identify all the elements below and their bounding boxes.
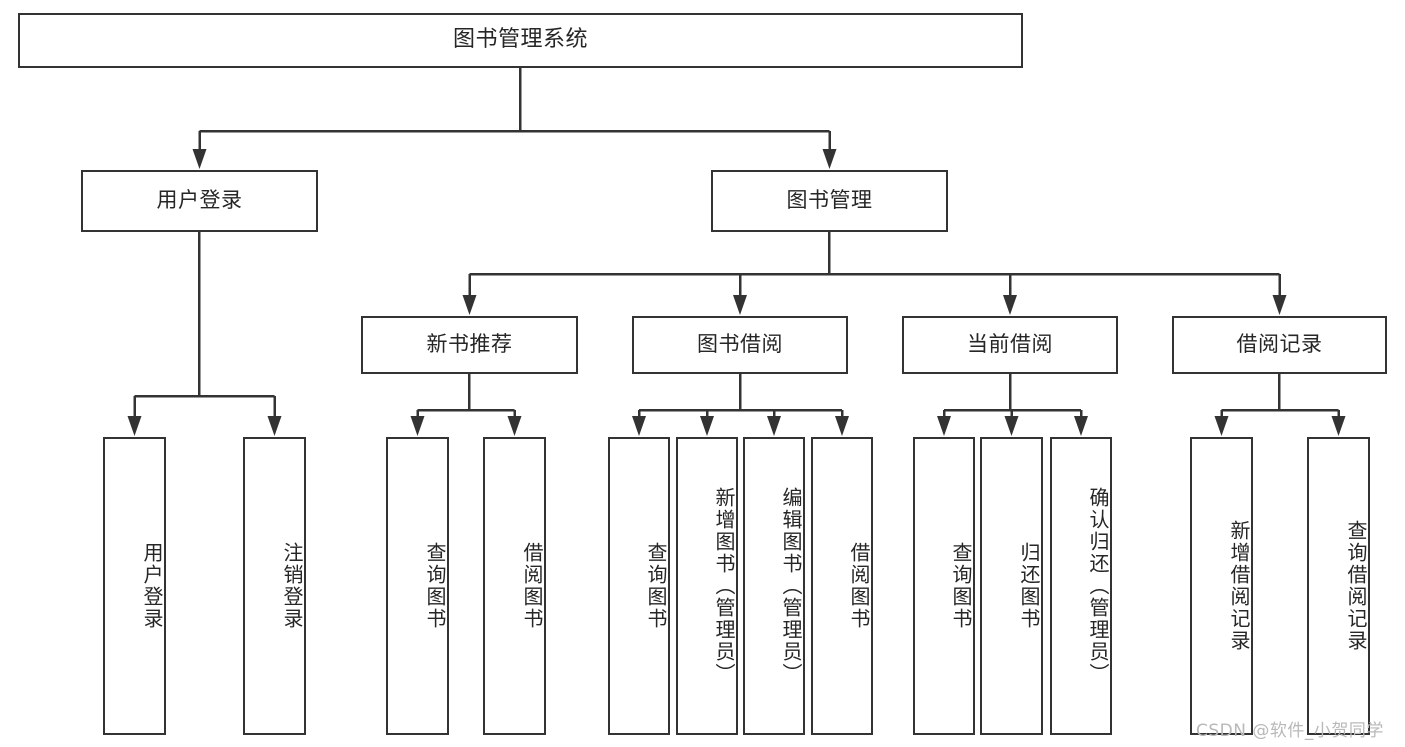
node-new-book-recommend[interactable]: 新书推荐 — [361, 316, 578, 374]
node-label: 当前借阅 — [967, 332, 1053, 357]
node-label: 借阅图书 — [520, 542, 544, 630]
node-borrow-record[interactable]: 借阅记录 — [1172, 316, 1387, 374]
node-label: 图书管理 — [786, 188, 873, 213]
node-label: 新增借阅记录 — [1227, 520, 1251, 652]
csdn-watermark: CSDN @软件_小贺同学 — [1196, 721, 1384, 741]
node-label: 新增图书（管理员） — [712, 487, 736, 685]
node-label: 注销登录 — [280, 542, 304, 630]
node-label: 查询图书 — [644, 542, 668, 630]
node-user-login[interactable]: 用户登录 — [81, 170, 318, 232]
node-label: 用户登录 — [140, 542, 164, 630]
node-label: 查询图书 — [949, 542, 973, 630]
node-leaf-query-book-2[interactable]: 查询图书 — [608, 437, 670, 735]
node-leaf-query-book-3[interactable]: 查询图书 — [913, 437, 975, 735]
node-leaf-borrow-book-2[interactable]: 借阅图书 — [811, 437, 873, 735]
node-label: 新书推荐 — [426, 332, 513, 357]
node-leaf-add-borrow-record[interactable]: 新增借阅记录 — [1190, 437, 1253, 735]
node-label: 确认归还（管理员） — [1086, 487, 1110, 685]
node-label: 用户登录 — [156, 188, 243, 213]
node-root[interactable]: 图书管理系统 — [18, 13, 1023, 68]
node-leaf-query-book-1[interactable]: 查询图书 — [386, 437, 449, 735]
node-leaf-edit-book-admin[interactable]: 编辑图书（管理员） — [743, 437, 805, 735]
node-label: 图书借阅 — [697, 332, 783, 357]
node-book-manage[interactable]: 图书管理 — [711, 170, 948, 232]
node-leaf-confirm-return-admin[interactable]: 确认归还（管理员） — [1050, 437, 1112, 735]
node-label: 查询借阅记录 — [1344, 520, 1368, 652]
node-current-borrow[interactable]: 当前借阅 — [902, 316, 1118, 374]
node-leaf-query-borrow-record[interactable]: 查询借阅记录 — [1307, 437, 1370, 735]
node-leaf-add-book-admin[interactable]: 新增图书（管理员） — [676, 437, 738, 735]
node-leaf-return-book[interactable]: 归还图书 — [980, 437, 1043, 735]
node-label: 借阅图书 — [847, 542, 871, 630]
node-leaf-user-login[interactable]: 用户登录 — [103, 437, 166, 735]
node-leaf-borrow-book-1[interactable]: 借阅图书 — [483, 437, 546, 735]
node-label: 归还图书 — [1017, 542, 1041, 630]
node-label: 查询图书 — [423, 542, 447, 630]
node-book-borrow[interactable]: 图书借阅 — [632, 316, 848, 374]
node-label: 编辑图书（管理员） — [779, 487, 803, 685]
node-label: 借阅记录 — [1236, 332, 1323, 357]
node-label: 图书管理系统 — [452, 27, 588, 53]
node-leaf-logout[interactable]: 注销登录 — [243, 437, 306, 735]
